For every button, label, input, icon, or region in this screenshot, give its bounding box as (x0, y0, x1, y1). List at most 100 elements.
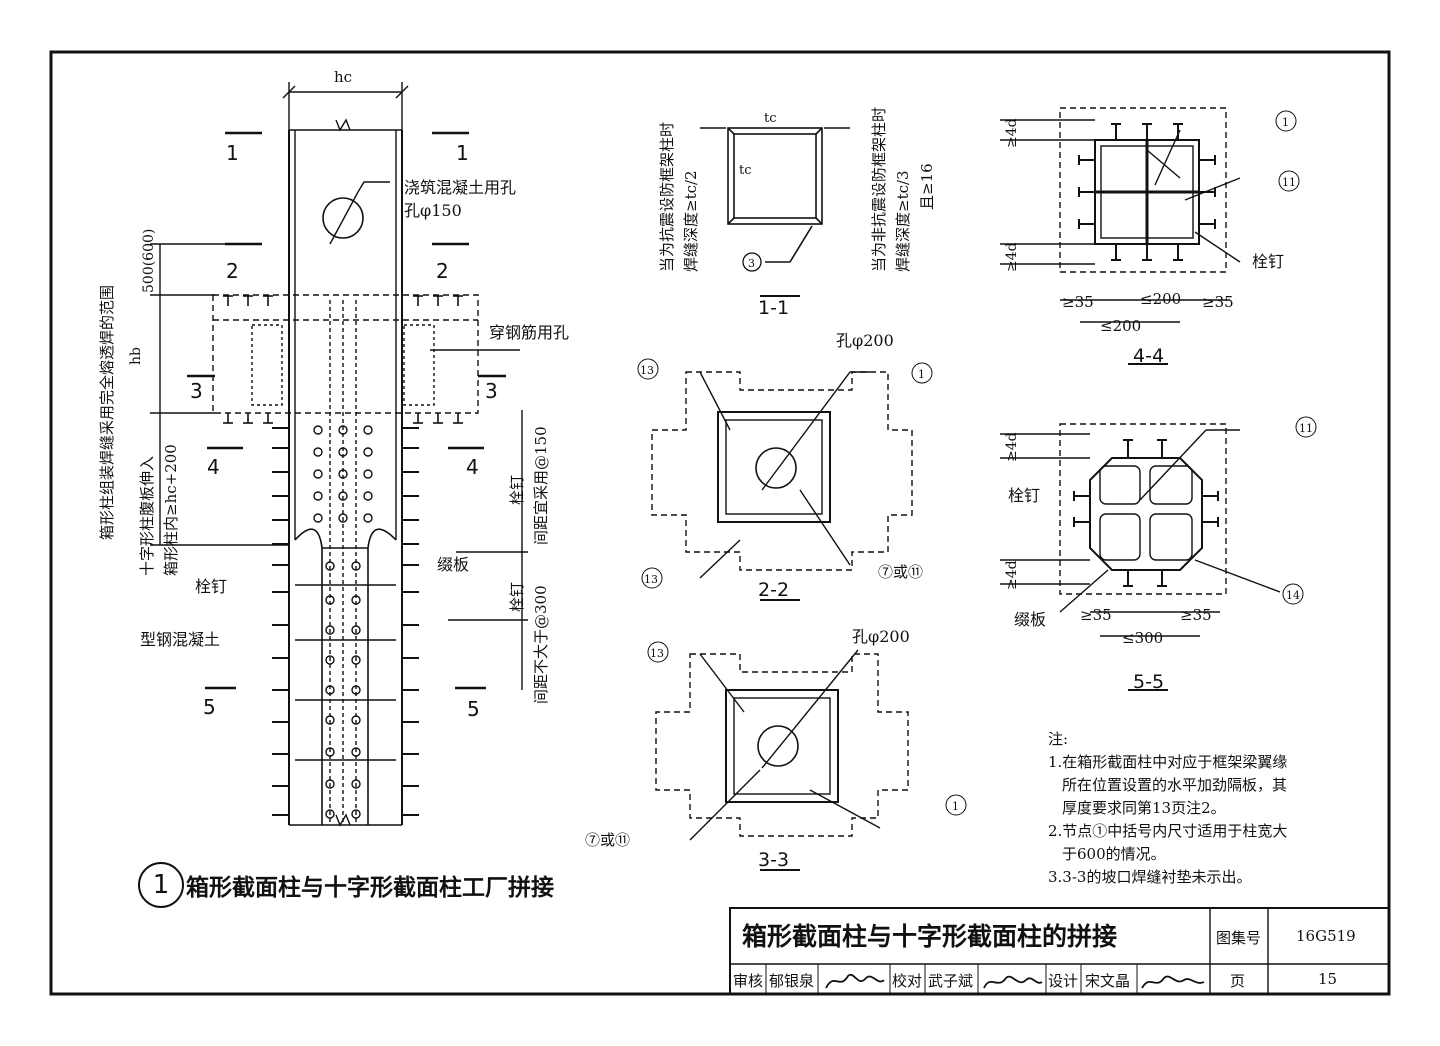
note-2b: 于600的情况。 (1062, 845, 1166, 863)
sec11-note-right-1: 当为非抗震设防框架柱时 (870, 107, 888, 272)
notes-heading: 注: (1048, 730, 1069, 748)
sec11-note-right-3: 且≥16 (918, 163, 936, 210)
sec44-caption: 4-4 (1133, 345, 1164, 367)
section-3-3-labels: 孔φ200 13 1 ⑦或⑪ 3-3 (585, 627, 967, 871)
sec22-weld13-top-bubble (637, 358, 659, 380)
label-stud-spacing-1a: 栓钉 (508, 475, 526, 505)
sec44-35-left: ≥35 (1062, 293, 1094, 311)
sec22-weld7: ⑦或⑪ (878, 563, 923, 581)
label-stud-spacing-2a: 栓钉 (508, 582, 526, 612)
notes-block: 注: 1.在箱形截面柱中对应于框架梁翼缘 所在位置设置的水平加劲隔板，其 厚度要… (1048, 728, 1378, 889)
elevation-view (150, 82, 528, 827)
section-mark-1-left: 1 (226, 141, 239, 165)
sec55-4d-top: ≥4d (1004, 432, 1020, 462)
section-mark-5-left: 5 (203, 695, 216, 719)
sec11-note-left-2: 焊缝深度≥tc/2 (682, 170, 700, 272)
titleblock-design-name: 宋文晶 (1085, 972, 1131, 990)
dim-hb: hb (128, 347, 144, 365)
sec44-200-bot: ≤200 (1100, 317, 1141, 335)
titleblock-review-label: 审核 (733, 972, 764, 990)
sec33-weld1: 1 (952, 800, 959, 813)
sec44-stud: 栓钉 (1252, 252, 1284, 271)
sec55-caption: 5-5 (1133, 671, 1164, 693)
section-3-3 (655, 649, 909, 871)
sec22-weld13-bot-bubble (641, 567, 663, 589)
titleblock-page-no: 15 (1318, 970, 1338, 988)
sec11-caption: 1-1 (758, 297, 789, 319)
section-5-5 (1000, 423, 1281, 691)
section-4-4 (1000, 107, 1241, 365)
sec44-4d-bot: ≥4d (1004, 242, 1020, 272)
elevation-labels: hc hb 500(600) 1 1 2 2 3 3 4 4 5 5 浇筑混凝土… (98, 68, 569, 721)
titleblock-review-name: 郁银泉 (769, 972, 815, 990)
label-src: 型钢混凝土 (140, 630, 220, 649)
label-batten: 缀板 (437, 555, 469, 574)
sec44-weld11-bubble (1278, 170, 1300, 192)
label-pour-hole: 浇筑混凝土用孔 (404, 178, 516, 197)
detail-title: 箱形截面柱与十字形截面柱工厂拼接 (186, 875, 554, 901)
sec11-tc-side: tc (739, 163, 752, 178)
sheet-border (49, 50, 1391, 996)
sec33-hole: 孔φ200 (852, 627, 910, 646)
sec22-weld1-bubble (911, 362, 933, 384)
label-vertical-3: 箱形柱内≥hc+200 (162, 444, 180, 576)
dim-hc: hc (334, 68, 352, 86)
label-vertical-2: 十字形柱腹板伸入 (138, 456, 156, 576)
sec22-weld13-top: 13 (640, 364, 654, 377)
section-5-5-labels: ≥4d ≥4d ≥35 ≥35 ≤300 11 14 栓钉 缀板 5-5 (1004, 416, 1317, 693)
section-mark-2-left: 2 (226, 259, 239, 283)
dim-500: 500(600) (141, 229, 157, 293)
label-stud-spacing-2b: 间距不大于@300 (532, 585, 550, 704)
sec33-weld1-bubble (945, 794, 967, 816)
sec55-weld11-bubble (1295, 416, 1317, 438)
section-1-1 (700, 127, 850, 297)
label-vertical-1: 箱形柱组装焊缝采用完全熔透焊的范围 (98, 285, 116, 540)
titleblock-page-label: 页 (1230, 972, 1246, 990)
sec11-note-left-1: 当为抗震设防框架柱时 (658, 122, 676, 272)
sec11-tc-top: tc (764, 111, 777, 126)
section-1-1-labels: 当为抗震设防框架柱时 焊缝深度≥tc/2 当为非抗震设防框架柱时 焊缝深度≥tc… (658, 107, 936, 319)
section-4-4-labels: ≥4d ≥4d ≥35 ≤200 ≥35 ≤200 1 11 栓钉 4-4 (1004, 110, 1300, 367)
section-2-2-labels: 孔φ200 13 13 1 ⑦或⑪ 2-2 (637, 331, 933, 601)
sec55-35-left: ≥35 (1080, 606, 1112, 624)
sec44-4d-top: ≥4d (1004, 118, 1020, 148)
section-mark-2-right: 2 (436, 259, 449, 283)
sec33-weld13-bubble (647, 641, 669, 663)
section-mark-4-left: 4 (207, 455, 220, 479)
sec33-caption: 3-3 (758, 849, 789, 871)
note-1c: 厚度要求同第13页注2。 (1062, 799, 1226, 817)
signature-review (825, 973, 885, 989)
sec44-weld1-bubble (1275, 110, 1297, 132)
detail-number-circle: 1 (138, 862, 184, 908)
sec33-weld13: 13 (650, 647, 664, 660)
sec55-weld11: 11 (1299, 422, 1313, 435)
elevation-side-studs (272, 427, 419, 816)
sec22-caption: 2-2 (758, 579, 789, 601)
note-1a: 1.在箱形截面柱中对应于框架梁翼缘 (1048, 753, 1288, 771)
titleblock-check-name: 武子斌 (928, 972, 974, 990)
signature-check (983, 975, 1043, 989)
sec11-note-right-2: 焊缝深度≥tc/3 (894, 170, 912, 272)
section-mark-3-left: 3 (190, 379, 203, 403)
sec22-hole: 孔φ200 (836, 331, 894, 350)
section-4-4-studs (1078, 123, 1216, 261)
section-2-2 (651, 371, 913, 601)
sec55-stud: 栓钉 (1008, 486, 1040, 505)
sec55-batten: 缀板 (1014, 610, 1046, 629)
sec55-300: ≤300 (1122, 629, 1163, 647)
sec22-weld13-bot: 13 (644, 573, 658, 586)
sec55-weld14-bubble (1282, 583, 1304, 605)
label-rebar-hole: 穿钢筋用孔 (489, 323, 569, 342)
title-block (729, 907, 1390, 995)
section-mark-5-right: 5 (467, 697, 480, 721)
sec44-200-mid: ≤200 (1140, 290, 1181, 308)
sec22-weld1: 1 (918, 368, 925, 381)
titleblock-title: 箱形截面柱与十字形截面柱的拼接 (742, 922, 1118, 951)
note-3: 3.3-3的坡口焊缝衬垫未示出。 (1048, 868, 1252, 886)
sec33-weld7: ⑦或⑪ (585, 831, 630, 849)
titleblock-check-label: 校对 (892, 972, 923, 990)
note-2a: 2.节点①中括号内尺寸适用于柱宽大 (1048, 822, 1288, 840)
section-mark-3-right: 3 (485, 379, 498, 403)
titleblock-design-label: 设计 (1048, 972, 1079, 990)
